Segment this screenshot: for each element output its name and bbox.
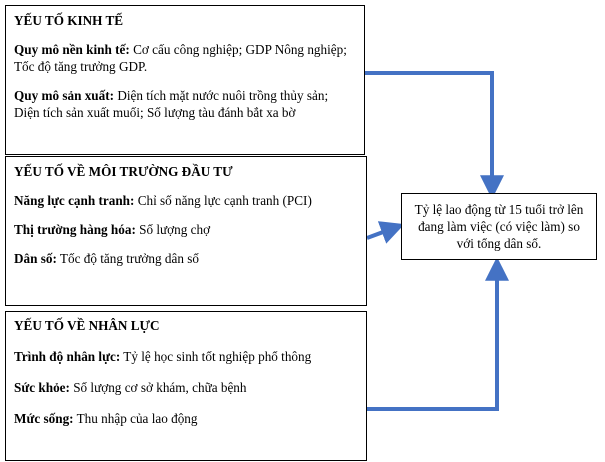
item-label: Quy mô sản xuất: bbox=[14, 88, 115, 103]
investment-item-market: Thị trường hàng hóa: Số lượng chợ bbox=[14, 221, 358, 238]
human-item-education: Trình độ nhân lực: Tỷ lệ học sinh tốt ng… bbox=[14, 348, 358, 365]
item-label: Sức khỏe: bbox=[14, 380, 70, 395]
item-text: Diện tích mặt nước nuôi trồng thủy sản; … bbox=[14, 88, 329, 120]
arrow-economic-to-outcome bbox=[365, 71, 504, 200]
investment-item-population: Dân số: Tốc độ tăng trưởng dân số bbox=[14, 250, 358, 267]
arrow-investment-to-outcome bbox=[366, 221, 405, 244]
item-label: Năng lực cạnh tranh: bbox=[14, 193, 135, 208]
item-text: Số lượng cơ sở khám, chữa bệnh bbox=[69, 380, 247, 395]
item-text: Chỉ số năng lực cạnh tranh (PCI) bbox=[134, 193, 312, 208]
investment-environment-title: YẾU TỐ VỀ MÔI TRƯỜNG ĐẦU TƯ bbox=[14, 164, 233, 179]
item-label: Mức sống: bbox=[14, 411, 74, 426]
item-text: Cơ cấu công nghiệp; GDP Nông nghiệp; Tốc… bbox=[14, 42, 347, 74]
item-label: Dân số: bbox=[14, 251, 57, 266]
item-text: Tốc độ tăng trưởng dân số bbox=[56, 251, 199, 266]
human-resources-title: YẾU TỐ VỀ NHÂN LỰC bbox=[14, 318, 160, 333]
item-text: Thu nhập của lao động bbox=[73, 411, 198, 426]
item-text: Tỷ lệ học sinh tốt nghiệp phổ thông bbox=[120, 349, 312, 364]
human-item-living-standard: Mức sống: Thu nhập của lao động bbox=[14, 410, 358, 427]
employment-rate-box: Tỷ lệ lao động từ 15 tuổi trở lên đang l… bbox=[401, 193, 597, 260]
human-resources-box: YẾU TỐ VỀ NHÂN LỰC Trình độ nhân lực: Tỷ… bbox=[5, 311, 367, 461]
economic-item-production: Quy mô sản xuất: Diện tích mặt nước nuôi… bbox=[14, 87, 356, 121]
human-item-health: Sức khỏe: Số lượng cơ sở khám, chữa bệnh bbox=[14, 379, 358, 396]
item-label: Thị trường hàng hóa: bbox=[14, 222, 136, 237]
economic-factors-box: YẾU TỐ KINH TẾ Quy mô nền kinh tế: Cơ cấ… bbox=[5, 5, 365, 155]
item-text: Số lượng chợ bbox=[135, 222, 211, 237]
economic-item-scale: Quy mô nền kinh tế: Cơ cấu công nghiệp; … bbox=[14, 41, 356, 75]
arrow-human-to-outcome bbox=[367, 256, 509, 411]
item-label: Quy mô nền kinh tế: bbox=[14, 42, 130, 57]
investment-environment-box: YẾU TỐ VỀ MÔI TRƯỜNG ĐẦU TƯ Năng lực cạn… bbox=[5, 156, 367, 306]
employment-rate-text: Tỷ lệ lao động từ 15 tuổi trở lên đang l… bbox=[414, 202, 584, 251]
investment-item-competitiveness: Năng lực cạnh tranh: Chỉ số năng lực cạn… bbox=[14, 192, 358, 209]
item-label: Trình độ nhân lực: bbox=[14, 349, 121, 364]
economic-factors-title: YẾU TỐ KINH TẾ bbox=[14, 13, 124, 28]
